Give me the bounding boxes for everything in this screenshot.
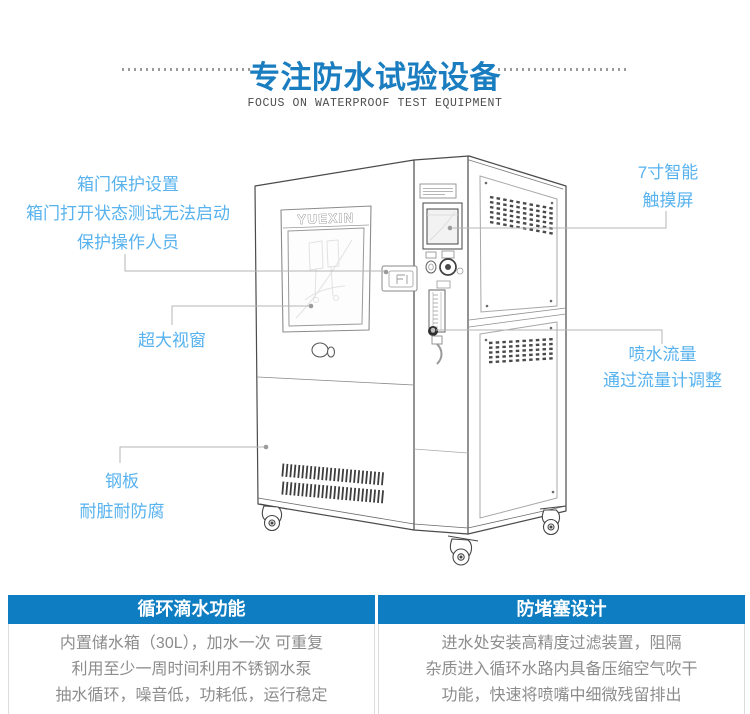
side-panels [468, 175, 567, 519]
feature-card-anti-clog: 防堵塞设计 进水处安装高精度过滤装置，阻隔 杂质进入循环水路内具备压缩空气吹干 … [378, 595, 745, 714]
callout-water-flow: 喷水流量 通过流量计调整 [592, 342, 733, 394]
window-reflections [295, 239, 353, 319]
feature-line: 功能，快速将喷嘴中细微残留排出 [441, 687, 682, 704]
callout-line: 箱门打开状态测试无法启动 [26, 204, 230, 223]
callout-line: 触摸屏 [642, 191, 694, 210]
flow-meter [428, 289, 446, 365]
feature-card-title: 防堵塞设计 [378, 595, 745, 624]
callout-line: 钢板 [105, 472, 139, 491]
feature-line: 内置储水箱（30L），加水一次 可重复 [59, 635, 324, 652]
page-title: 专注防水试验设备 [249, 60, 501, 95]
callout-line: 保护操作人员 [77, 233, 179, 252]
panel-screws [484, 181, 554, 308]
feature-card-title: 循环滴水功能 [8, 595, 375, 624]
connector-steel-dot [263, 444, 269, 450]
connector-door-line [124, 254, 384, 272]
callout-steel-panel: 钢板 耐脏耐防腐 [52, 467, 192, 527]
callout-line: 箱门保护设置 [77, 175, 179, 194]
door-latch [381, 265, 418, 292]
feature-line: 杂质进入循环水路内具备压缩空气吹干 [425, 661, 698, 678]
feature-card-drip-cycle: 循环滴水功能 内置储水箱（30L），加水一次 可重复 利用至少一周时间利用不锈钢… [8, 595, 375, 714]
callout-line: 超大视窗 [138, 331, 206, 350]
connector-window-line [171, 305, 309, 325]
connector-window-dot [308, 303, 314, 309]
callout-line: 耐脏耐防腐 [79, 502, 165, 521]
lower-vent-grid [488, 337, 556, 364]
caster-front-left [259, 503, 288, 532]
connector-door-dot [383, 269, 389, 275]
connector-steel-line [119, 446, 264, 463]
door-window: YUEXIN [280, 205, 372, 333]
upper-vent-grid [489, 195, 556, 236]
caster-right [539, 505, 567, 536]
nameplate [419, 183, 457, 199]
callout-window: 超大视窗 [120, 330, 224, 352]
callout-door-protection: 箱门保护设置 箱门打开状态测试无法启动 保护操作人员 [22, 170, 234, 257]
feature-card-body: 进水处安装高精度过滤装置，阻隔 杂质进入循环水路内具备压缩空气吹干 功能，快速将… [378, 624, 745, 714]
door-handle [311, 342, 336, 358]
connector-flow-dot [430, 327, 436, 333]
casters [259, 503, 567, 566]
feature-section: 循环滴水功能 内置储水箱（30L），加水一次 可重复 利用至少一周时间利用不锈钢… [8, 595, 745, 714]
page-subtitle: FOCUS ON WATERPROOF TEST EQUIPMENT [247, 97, 503, 110]
connector-touchscreen-dot [447, 225, 453, 231]
callout-line: 7寸智能 [637, 163, 699, 182]
feature-line: 利用至少一周时间利用不锈钢水泵 [71, 661, 312, 678]
dotted-line-right [498, 68, 628, 71]
brand-text: YUEXIN [297, 210, 355, 227]
caster-front-middle [447, 535, 479, 566]
feature-line: 抽水循环，噪音低，功耗低，运行稳定 [55, 687, 328, 704]
callout-line: 喷水流量 [628, 345, 697, 364]
front-vent-grid [281, 463, 386, 504]
control-buttons [425, 250, 464, 289]
connector-flow-line [436, 329, 663, 344]
control-panel [413, 183, 469, 454]
callout-line: 通过流量计调整 [603, 371, 722, 390]
connector-touchscreen-line [453, 211, 667, 229]
dotted-line-left [122, 68, 252, 71]
feature-line: 进水处安装高精度过滤装置，阻隔 [441, 635, 682, 652]
callout-touchscreen: 7寸智能 触摸屏 [612, 159, 724, 215]
panel-screws-lower [484, 326, 555, 494]
feature-card-body: 内置储水箱（30L），加水一次 可重复 利用至少一周时间利用不锈钢水泵 抽水循环… [8, 624, 375, 714]
touchscreen [422, 202, 463, 250]
connectors [119, 211, 667, 463]
